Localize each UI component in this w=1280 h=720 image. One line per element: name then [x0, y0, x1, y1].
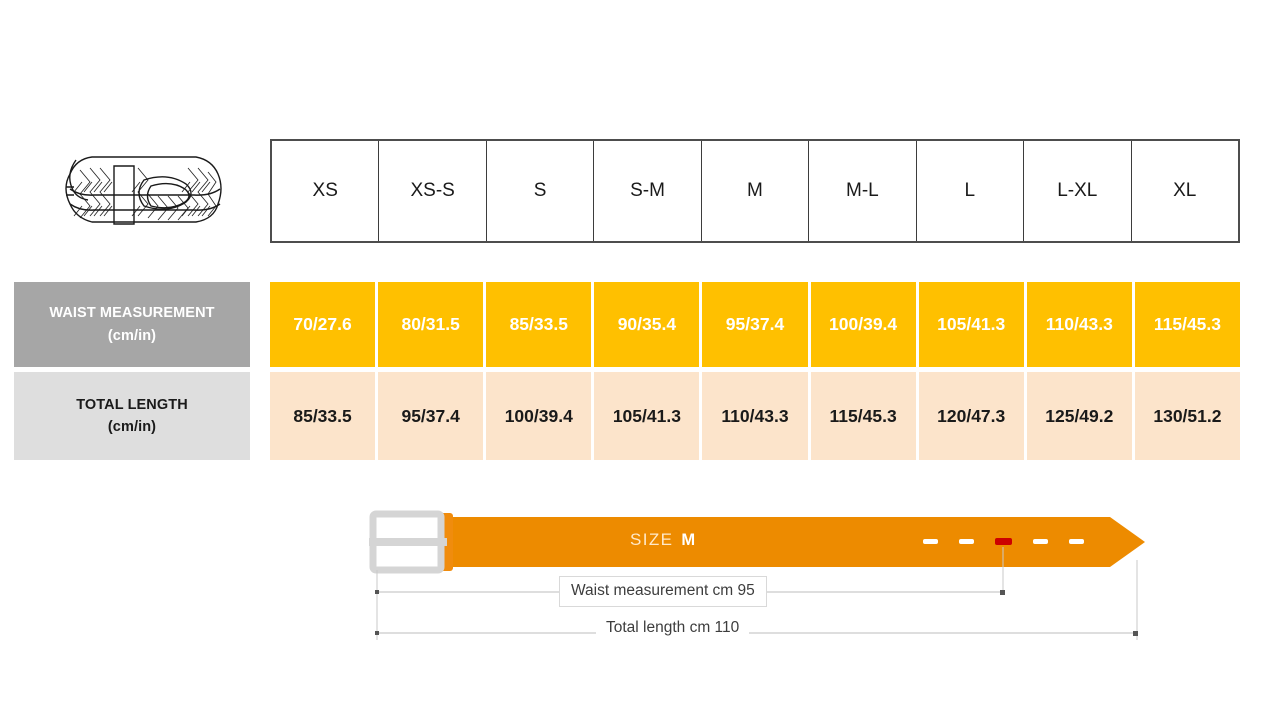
belt-buckle-prong: [369, 538, 447, 546]
waist-dimension-tick-left: [375, 590, 379, 594]
row-label-column: WAIST MEASUREMENT (cm/in) TOTAL LENGTH (…: [14, 282, 250, 460]
size-header-cell: L-XL: [1024, 141, 1132, 241]
total-label-line2: (cm/in): [107, 419, 157, 435]
table-cell: 100/39.4: [486, 372, 595, 460]
table-cell: 125/49.2: [1027, 372, 1135, 460]
size-header-cell: S: [487, 141, 595, 241]
table-cell: 105/41.3: [919, 282, 1027, 367]
waist-measurement-row: 70/27.6 80/31.5 85/33.5 90/35.4 95/37.4 …: [270, 282, 1240, 367]
belt-hole: [1033, 539, 1048, 544]
size-header-cell: M-L: [809, 141, 917, 241]
table-cell: 95/37.4: [702, 282, 811, 367]
waist-dimension-label: Waist measurement cm 95: [559, 576, 767, 607]
total-dimension-label: Total length cm 110: [596, 619, 750, 637]
size-header-cell: XL: [1173, 180, 1197, 201]
braided-belt-thumbnail: [65, 156, 222, 225]
waist-label-line2: (cm/in): [107, 327, 157, 344]
total-length-row: 85/33.5 95/37.4 100/39.4 105/41.3 110/43…: [270, 372, 1240, 460]
belt-hole: [1069, 539, 1084, 544]
size-header-cell: S-M: [594, 141, 702, 241]
table-cell: 115/45.3: [1153, 314, 1221, 334]
waist-measurement-label: WAIST MEASUREMENT (cm/in): [14, 282, 250, 367]
size-header-cell: XS: [272, 141, 380, 241]
waist-label-line1: WAIST MEASUREMENT: [49, 305, 215, 322]
size-header-row: XS XS-S S S-M M M-L L L-XL XL: [270, 139, 1240, 243]
total-label-line1: TOTAL LENGTH: [76, 396, 188, 413]
belt-size-annotation: SIZE M: [630, 530, 696, 550]
size-data-rows: 70/27.6 80/31.5 85/33.5 90/35.4 95/37.4 …: [270, 282, 1240, 460]
belt-hole-highlighted: [995, 538, 1012, 545]
waist-dimension-tick-right: [1000, 590, 1005, 595]
table-cell: 100/39.4: [811, 282, 919, 367]
belt-measurement-diagram: [369, 510, 1145, 640]
size-prefix-text: SIZE: [630, 530, 674, 549]
table-cell: 95/37.4: [378, 372, 487, 460]
belt-strap: [441, 517, 1145, 567]
table-cell: 80/31.5: [378, 282, 487, 367]
table-cell: 90/35.4: [594, 282, 703, 367]
table-cell: 85/33.5: [486, 282, 595, 367]
total-dimension-tick-right: [1133, 631, 1138, 636]
size-header-cell: XS-S: [379, 141, 487, 241]
table-cell: 110/43.3: [702, 372, 811, 460]
table-cell: 110/43.3: [1027, 282, 1135, 367]
size-header-cell: M: [702, 141, 810, 241]
table-cell: 120/47.3: [919, 372, 1027, 460]
table-cell: 105/41.3: [594, 372, 703, 460]
total-dimension-tick-left: [375, 631, 379, 635]
size-table: XS XS-S S S-M M M-L L L-XL XL: [270, 139, 1240, 243]
belt-hole: [923, 539, 938, 544]
belt-hole: [959, 539, 974, 544]
table-cell: 85/33.5: [270, 372, 379, 460]
table-cell: 115/45.3: [811, 372, 919, 460]
total-length-label: TOTAL LENGTH (cm/in): [14, 372, 250, 460]
table-cell: 130/51.2: [1153, 405, 1222, 426]
size-header-cell: L: [917, 141, 1025, 241]
size-value-text: M: [681, 531, 696, 549]
table-cell: 70/27.6: [270, 282, 379, 367]
